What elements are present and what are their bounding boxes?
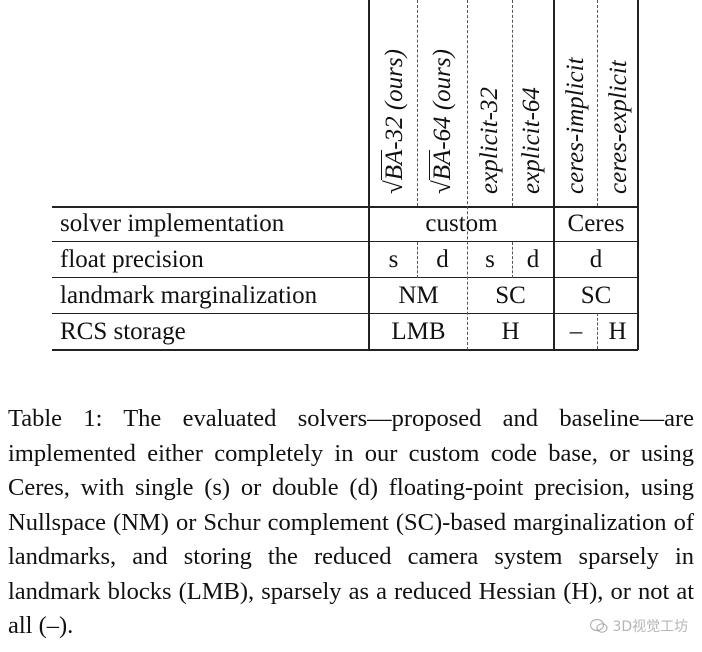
table-rule (52, 241, 638, 243)
table-rule (52, 277, 638, 279)
table-vrule (637, 0, 639, 350)
table-rule (52, 313, 638, 315)
table-cell: NM (398, 282, 439, 309)
caption-label: Table 1: (8, 405, 103, 432)
column-header-ceres-explicit: ceres-explicit (605, 60, 632, 194)
table-cell: custom (425, 210, 498, 237)
table-vrule (368, 0, 370, 350)
table-dashed-rule (467, 0, 468, 350)
table-dashed-rule (417, 242, 418, 278)
table-cell: SC (495, 282, 526, 309)
column-header-explicit-64: explicit-64 (518, 87, 545, 194)
row-label-rcs-storage: RCS storage (60, 318, 186, 345)
table-dashed-rule (512, 0, 513, 206)
table-cell: SC (580, 282, 612, 309)
table-cell: Ceres (567, 210, 625, 237)
watermark: 3D视觉工坊 (589, 616, 700, 642)
column-header-sqrtba-64: √BA-64 (ours) (429, 49, 456, 194)
table-cell: s (388, 246, 399, 273)
table-cell: H (501, 318, 520, 345)
table-vrule (553, 0, 555, 350)
table-dashed-rule (417, 0, 418, 206)
table-rule (52, 206, 638, 208)
row-label-float-precision: float precision (60, 246, 204, 273)
row-label-landmark-marginalization: landmark marginalization (60, 282, 318, 309)
table-cell: d (526, 246, 540, 273)
column-header-ceres-implicit: ceres-implicit (562, 57, 589, 194)
table-caption: Table 1: The evaluated solvers—proposed … (8, 402, 694, 644)
wechat-icon (589, 618, 608, 633)
table-dashed-rule (597, 0, 598, 206)
column-header-explicit-32: explicit-32 (476, 87, 503, 194)
table-rule (52, 349, 638, 351)
row-label-solver-implementation: solver implementation (60, 210, 285, 237)
table-cell: – (569, 318, 583, 345)
table-dashed-rule (512, 242, 513, 278)
table-cell: s (485, 246, 495, 273)
table-cell: d (589, 246, 603, 273)
table-cell: d (436, 246, 449, 273)
watermark-text: 3D视觉工坊 (612, 619, 689, 635)
table-cell: H (608, 318, 627, 345)
caption-text: The evaluated solvers—proposed and basel… (8, 405, 695, 639)
table-dashed-rule (597, 313, 598, 349)
column-header-sqrtba-32: √BA-32 (ours) (381, 49, 408, 194)
table-cell: LMB (391, 318, 446, 345)
